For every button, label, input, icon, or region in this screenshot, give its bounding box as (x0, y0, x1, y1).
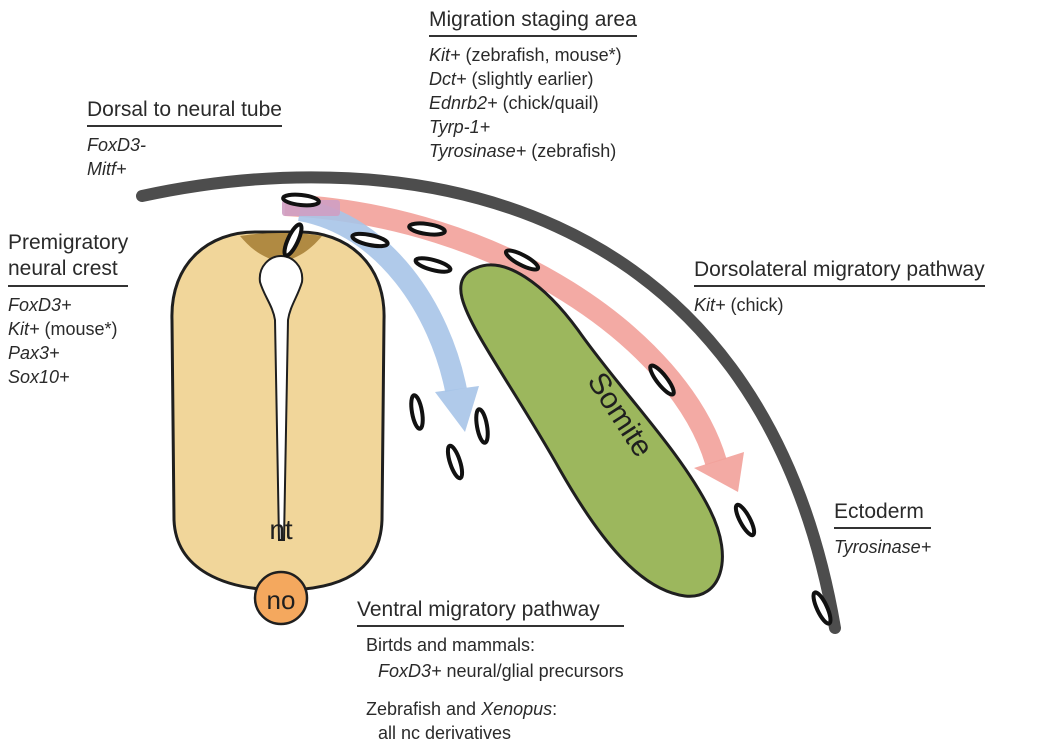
gene-name: Kit+ (429, 45, 461, 65)
migration-staging-title: Migration staging area (429, 8, 637, 37)
gene-note: (zebrafish, mouse*) (461, 45, 622, 65)
premigratory-genes: FoxD3+ Kit+ (mouse*) Pax3+ Sox10+ (8, 293, 128, 389)
migration-staging-label: Migration staging area Kit+ (zebrafish, … (429, 8, 637, 163)
gene-name: Kit+ (694, 295, 726, 315)
gene-item: FoxD3- (87, 133, 282, 157)
gene-item: Kit+ (chick) (694, 293, 985, 317)
ventral-line2: FoxD3+ neural/glial precursors (378, 659, 624, 683)
melanoblast-cell (445, 444, 465, 479)
notochord-label: no (267, 585, 296, 615)
gene-item: Ednrb2+ (chick/quail) (429, 91, 637, 115)
melanoblast-cell (474, 408, 490, 443)
ectoderm-title: Ectoderm (834, 500, 931, 529)
gene-note: (slightly earlier) (467, 69, 594, 89)
gene-item: Tyrosinase+ (834, 535, 931, 559)
gene-name: Dct+ (429, 69, 467, 89)
gene-note: (mouse*) (40, 319, 118, 339)
dorsal-neural-tube-title: Dorsal to neural tube (87, 98, 282, 127)
gene-name: Tyrp-1+ (429, 117, 490, 137)
ventral-line3: Zebrafish and Xenopus: (366, 697, 624, 721)
ventral-title: Ventral migratory pathway (357, 598, 624, 627)
gene-name: FoxD3+ (8, 295, 72, 315)
ventral-line1: Birtds and mammals: (366, 633, 624, 657)
gene-name: Ednrb2+ (429, 93, 498, 113)
gene-name: Kit+ (8, 319, 40, 339)
gene-item: Dct+ (slightly earlier) (429, 67, 637, 91)
migration-staging-genes: Kit+ (zebrafish, mouse*) Dct+ (slightly … (429, 43, 637, 163)
gene-note: (zebrafish) (526, 141, 616, 161)
ventral-line4: all nc derivatives (378, 721, 624, 745)
neural-tube-label: nt (269, 514, 293, 545)
premigratory-title-line2: neural crest (8, 256, 128, 287)
gene-item: Sox10+ (8, 365, 128, 389)
gene-name: Mitf+ (87, 159, 127, 179)
gene-name: Sox10+ (8, 367, 70, 387)
dorsolateral-genes: Kit+ (chick) (694, 293, 985, 317)
ventral-line3-post: : (552, 699, 557, 719)
gene-name: FoxD3- (87, 135, 146, 155)
gene-item: Mitf+ (87, 157, 282, 181)
gene-note: (chick) (726, 295, 784, 315)
premigratory-title-line1: Premigratory (8, 230, 128, 256)
gene-item: Kit+ (zebrafish, mouse*) (429, 43, 637, 67)
gene-item: Tyrp-1+ (429, 115, 637, 139)
ectoderm-genes: Tyrosinase+ (834, 535, 931, 559)
gene-name: Tyrosinase+ (429, 141, 526, 161)
ventral-label: Ventral migratory pathway Birtds and mam… (366, 598, 624, 745)
gene-name: FoxD3+ (378, 661, 442, 681)
species-name: Xenopus (481, 699, 552, 719)
ectoderm-label: Ectoderm Tyrosinase+ (834, 500, 931, 559)
gene-item: Tyrosinase+ (zebrafish) (429, 139, 637, 163)
dorsal-neural-tube-label: Dorsal to neural tube FoxD3- Mitf+ (87, 98, 282, 181)
gene-item: FoxD3+ (8, 293, 128, 317)
gene-name: Tyrosinase+ (834, 537, 931, 557)
dorsal-neural-tube-genes: FoxD3- Mitf+ (87, 133, 282, 181)
ventral-line2-text: neural/glial precursors (442, 661, 624, 681)
gene-item: Pax3+ (8, 341, 128, 365)
melanoblast-cell (733, 503, 758, 538)
ventral-line3-pre: Zebrafish and (366, 699, 481, 719)
dorsolateral-title: Dorsolateral migratory pathway (694, 258, 985, 287)
melanoblast-cell (351, 231, 388, 248)
ventral-arrowhead (435, 386, 479, 432)
gene-item: Kit+ (mouse*) (8, 317, 128, 341)
premigratory-label: Premigratory neural crest FoxD3+ Kit+ (m… (8, 230, 128, 389)
gene-note: (chick/quail) (498, 93, 599, 113)
dorsolateral-label: Dorsolateral migratory pathway Kit+ (chi… (694, 258, 985, 317)
melanoblast-cell (414, 256, 451, 275)
gene-name: Pax3+ (8, 343, 60, 363)
melanoblast-cell (409, 394, 425, 429)
